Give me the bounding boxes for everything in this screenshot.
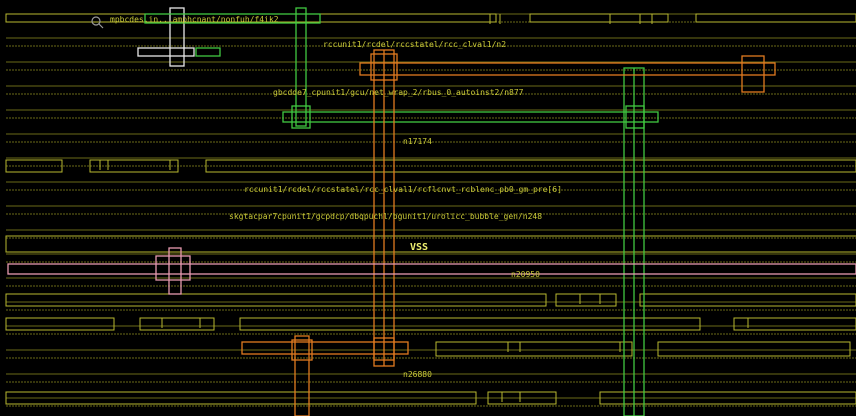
white-net-horizontal[interactable] <box>137 47 195 57</box>
metal-rail-segment <box>5 235 856 253</box>
pink-net-horizontal[interactable] <box>7 263 856 275</box>
metal-rail-segment <box>5 293 547 307</box>
pink-via[interactable] <box>155 255 191 281</box>
metal-rail-segment <box>487 391 557 405</box>
net-label-1: mpbcdes.in...amphcnant/nonfuh/f4ik2 <box>110 15 279 24</box>
metal-rail-segment <box>239 317 701 331</box>
green-stub[interactable] <box>195 47 221 57</box>
green-via-2[interactable] <box>625 105 645 129</box>
green-via-1[interactable] <box>291 105 311 129</box>
metal-rail-segment <box>555 293 617 307</box>
metal-rails <box>5 13 856 405</box>
metal-rail-segment <box>5 159 63 173</box>
green-net-vertical-1[interactable] <box>295 7 307 127</box>
metal-rail-segment <box>529 13 669 23</box>
orange-net-bottom[interactable] <box>241 341 409 355</box>
routed-nets[interactable] <box>7 7 856 416</box>
net-label-8: n20950 <box>511 270 540 279</box>
orange-via-1[interactable] <box>370 53 398 81</box>
net-labels: mpbcdes.in...amphcnant/nonfuh/f4ik2 rccu… <box>110 15 562 379</box>
net-label-3: gbcdde7_cpunit1/gcu/net_wrap_2/rbus_0_au… <box>273 88 524 97</box>
metal-rail-segment <box>205 159 856 173</box>
orange-via-4[interactable] <box>291 339 313 361</box>
metal-rail-segment <box>5 391 477 405</box>
metal-rail-segment <box>695 13 856 23</box>
metal-rail-segment <box>5 317 115 331</box>
net-label-2: rccunit1/rcdel/rccstatel/rcc_clval1/n2 <box>323 40 506 49</box>
metal-rail-segment <box>733 317 856 331</box>
metal-rail-segment <box>89 159 179 173</box>
orange-via-2[interactable] <box>741 55 765 93</box>
pink-net-vertical[interactable] <box>168 247 182 295</box>
metal-tracks <box>6 13 856 407</box>
metal-rail-segment <box>657 341 851 357</box>
green-net-top[interactable] <box>144 13 321 24</box>
green-net-horizontal-2[interactable] <box>282 111 659 123</box>
white-net-vertical[interactable] <box>169 7 185 67</box>
metal-rail-segment <box>139 317 215 331</box>
metal-rail-segment <box>599 391 856 405</box>
orange-net-horizontal[interactable] <box>359 62 776 76</box>
net-label-4: n17174 <box>403 137 432 146</box>
metal-rail-segment <box>639 293 856 307</box>
orange-via-3[interactable] <box>373 337 395 361</box>
metal-rail-segment <box>435 341 633 357</box>
magnifier-icon[interactable] <box>91 16 104 29</box>
net-label-5: rccunit1/rcdel/rccstatel/rcc_clval1/rcfl… <box>244 185 562 194</box>
net-label-6: skgtacpar7cpunit1/gcpdcp/dbqpuchl/bgunit… <box>229 212 542 221</box>
net-label-9: n26880 <box>403 370 432 379</box>
orange-net-down[interactable] <box>294 335 310 416</box>
net-label-vss: VSS <box>410 242 428 253</box>
